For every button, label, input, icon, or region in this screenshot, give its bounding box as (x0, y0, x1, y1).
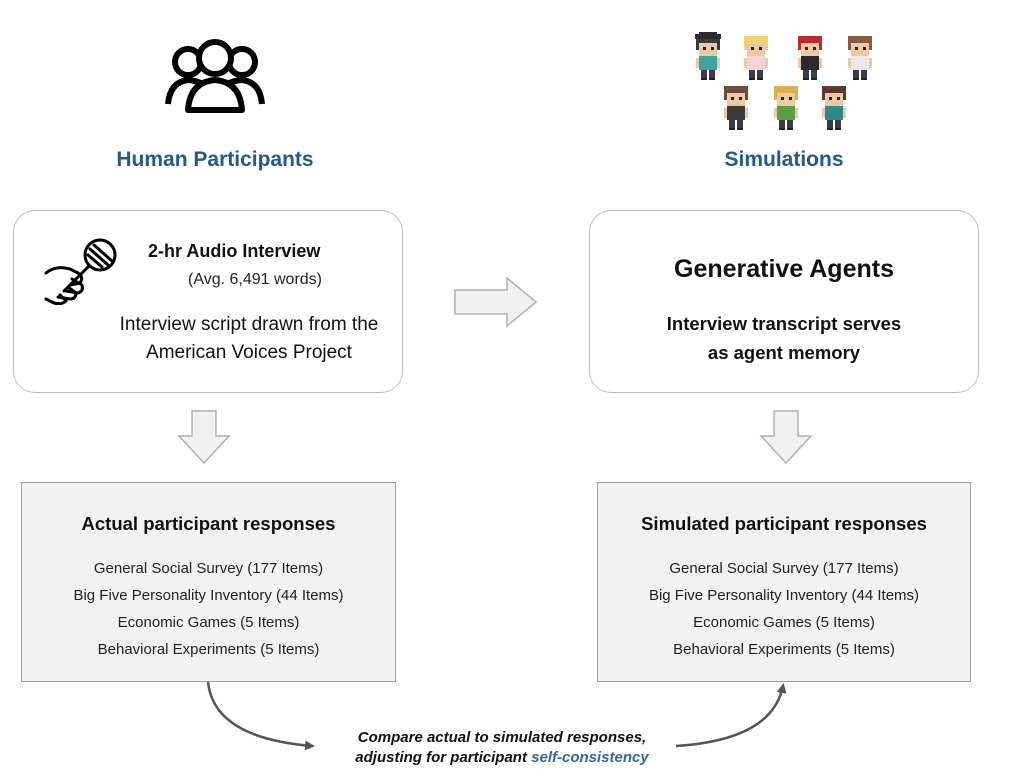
down-arrow-icon (177, 410, 231, 465)
microphone-hand-icon (44, 238, 117, 305)
actual-responses-title: Actual participant responses (81, 513, 336, 534)
interview-subtitle: (Avg. 6,491 words) (188, 271, 322, 288)
compare-curve-arrows (206, 681, 787, 751)
pixel-characters-icon (695, 32, 872, 130)
simulated-responses-box: Simulated participant responses General … (597, 482, 971, 682)
compare-line-1: Compare actual to simulated responses, (357, 729, 647, 746)
actual-responses-box: Actual participant responses General Soc… (21, 482, 396, 682)
right-curve-arrow (675, 683, 787, 748)
list-item: Behavioral Experiments (5 Items) (97, 641, 320, 658)
list-item: Economic Games (5 Items) (117, 614, 300, 631)
simulations-title: Simulations (724, 148, 844, 171)
interview-box: 2-hr Audio Interview (Avg. 6,491 words) … (13, 210, 403, 393)
list-item: General Social Survey (177 Items) (669, 560, 899, 577)
right-arrow-icon (454, 276, 538, 328)
generative-agents-box: Generative Agents Interview transcript s… (589, 210, 979, 393)
compare-line-2-prefix: adjusting for participant (355, 749, 527, 766)
generative-agents-title: Generative Agents (674, 255, 894, 283)
compare-line-2: adjusting for participant self-consisten… (312, 748, 692, 768)
self-consistency-highlight: self-consistency (531, 749, 649, 766)
generative-agents-description: Interview transcript serves as agent mem… (666, 313, 902, 363)
list-item: Big Five Personality Inventory (44 Items… (648, 587, 920, 604)
list-item: Economic Games (5 Items) (693, 614, 875, 631)
human-participants-title: Human Participants (116, 148, 314, 171)
list-item: Behavioral Experiments (5 Items) (673, 641, 895, 658)
left-curve-arrow (206, 681, 315, 751)
interview-title: 2-hr Audio Interview (148, 241, 321, 261)
simulated-responses-title: Simulated participant responses (641, 513, 927, 534)
list-item: Big Five Personality Inventory (44 Items… (73, 587, 344, 604)
list-item: General Social Survey (177 Items) (93, 560, 324, 577)
interview-description: Interview script drawn from the American… (119, 314, 379, 363)
down-arrow-icon (759, 410, 813, 465)
compare-caption: Compare actual to simulated responses, a… (312, 728, 692, 768)
people-group-icon (165, 39, 265, 113)
